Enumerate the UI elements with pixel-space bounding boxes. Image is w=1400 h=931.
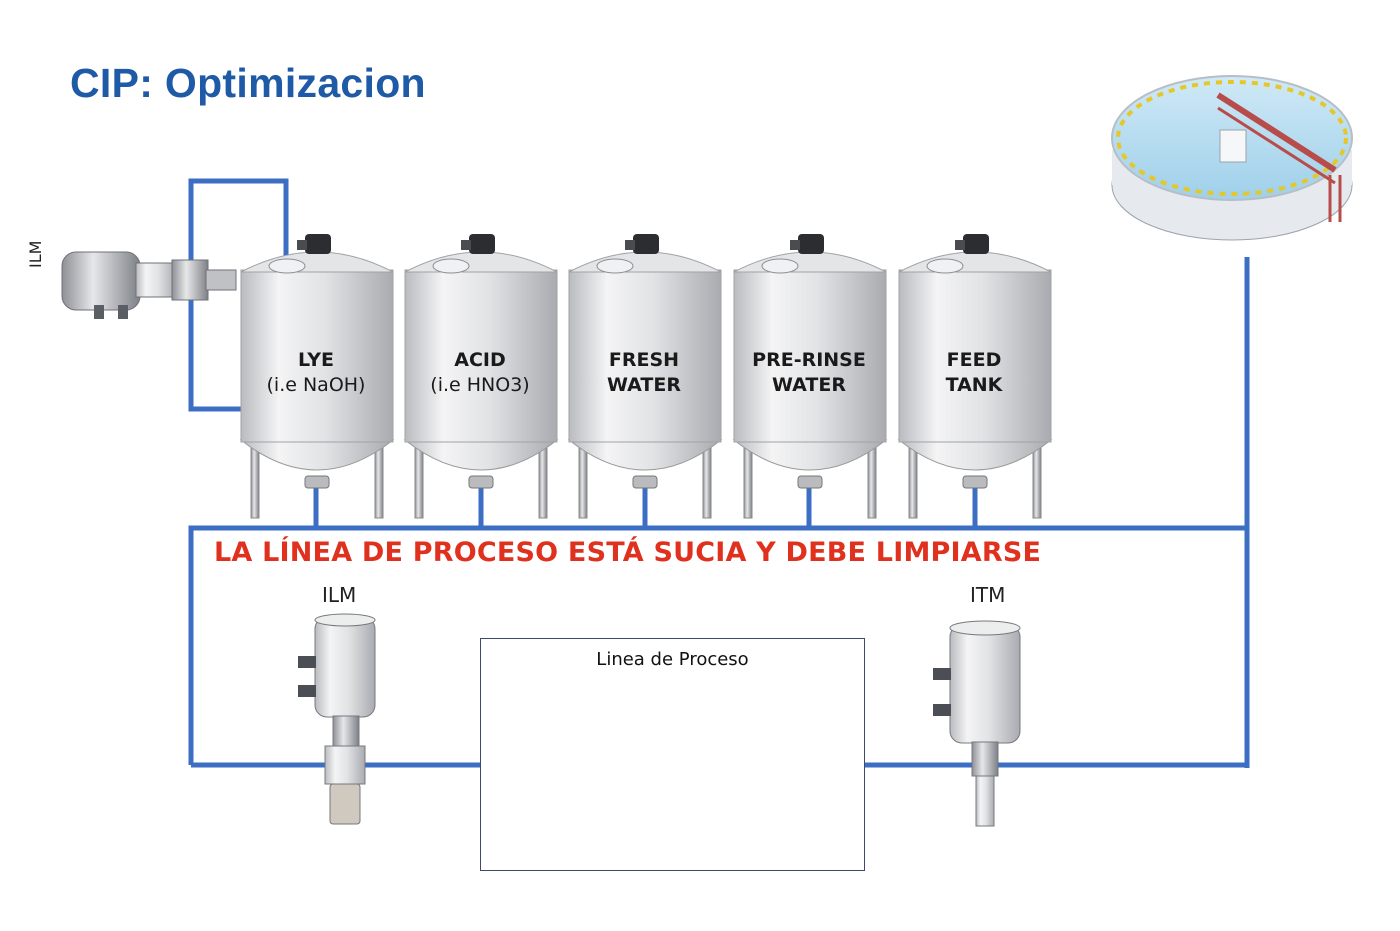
tank-label-acid: ACID (i.e HNO3) (405, 348, 555, 398)
tank-subtitle: WATER (772, 374, 846, 396)
tank-label-feed-tank: FEED TANK (899, 348, 1049, 398)
ilm-side-label: ILM (26, 240, 45, 268)
tank-label-lye: LYE (i.e NaOH) (241, 348, 391, 398)
ilm-sensor-icon (298, 613, 376, 825)
tank-subtitle: WATER (607, 374, 681, 396)
tank-subtitle: (i.e HNO3) (430, 374, 530, 396)
tank-feed-tank-icon (897, 234, 1053, 519)
tank-lye-icon (239, 234, 395, 519)
page-title: CIP: Optimizacion (70, 60, 426, 106)
tank-fresh-water-icon (567, 234, 723, 519)
pipe-network (188, 178, 1250, 768)
process-line-box: Linea de Proceso (480, 638, 865, 871)
itm-label: ITM (970, 583, 1006, 607)
tank-name: FEED (946, 349, 1002, 371)
tank-acid-icon (403, 234, 559, 519)
treatment-basin-icon (1111, 75, 1353, 241)
ilm-label: ILM (322, 583, 357, 607)
tank-name: PRE-RINSE (752, 349, 866, 371)
process-line-title: Linea de Proceso (596, 649, 749, 670)
main-loop-pipe (188, 257, 1250, 765)
tank-label-fresh-water: FRESH WATER (569, 348, 719, 398)
ilm-sensor-side-icon (61, 251, 237, 319)
itm-sensor-icon (933, 620, 1021, 827)
tank-subtitle: TANK (945, 374, 1003, 396)
tank-label-pre-rinse-water: PRE-RINSE WATER (734, 348, 884, 398)
tank-pre-rinse-water-icon (732, 234, 888, 519)
tank-subtitle: (i.e NaOH) (266, 374, 366, 396)
tank-name: ACID (454, 349, 506, 371)
lye-recirculation-pipe (188, 178, 289, 412)
tank-name: FRESH (608, 349, 680, 371)
tank-name: LYE (298, 349, 334, 371)
warning-message: LA LÍNEA DE PROCESO ESTÁ SUCIA Y DEBE LI… (214, 537, 1042, 568)
tank-group (239, 234, 1053, 519)
